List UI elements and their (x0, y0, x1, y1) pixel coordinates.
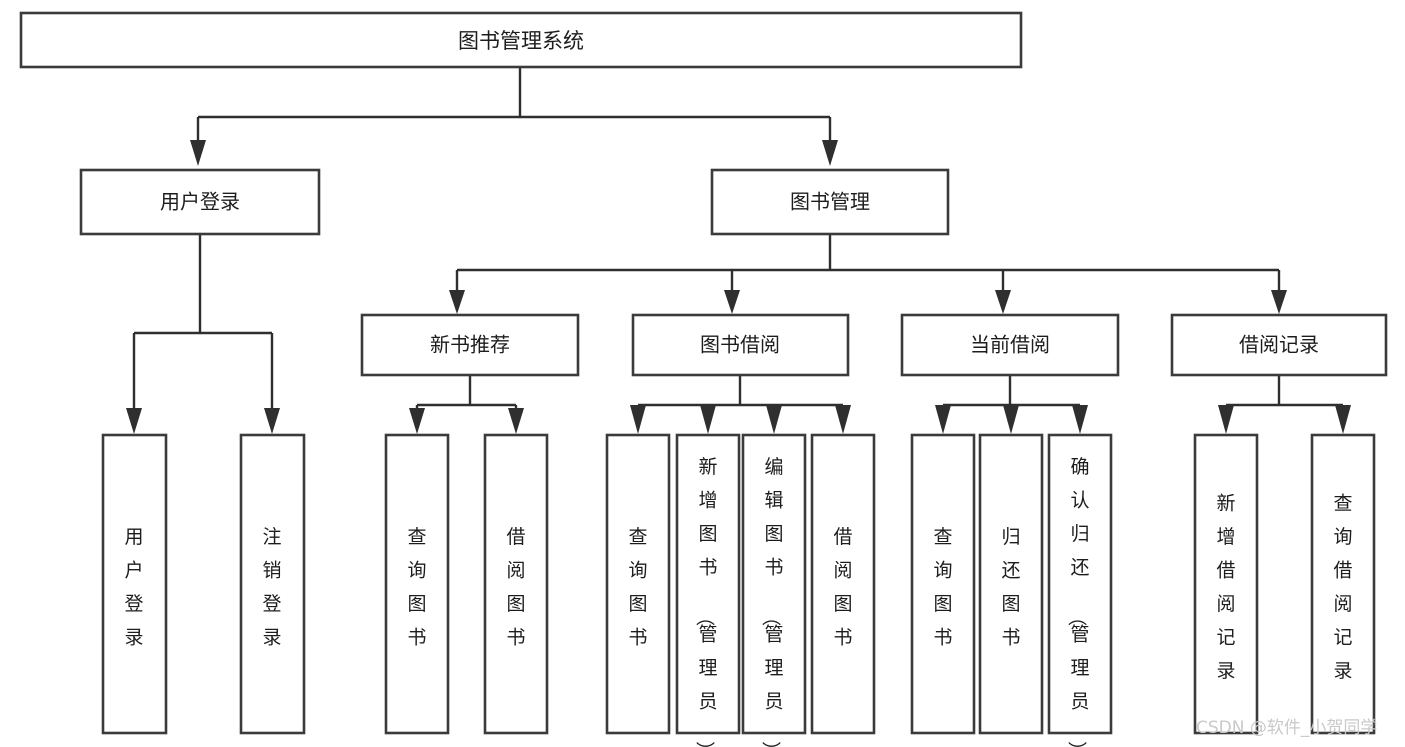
leaf-query-record[interactable]: 查询借阅记录 (1310, 433, 1376, 735)
leaf-query-record-label: 查询借阅记录 (1333, 493, 1352, 682)
arrow-user-login (190, 140, 206, 166)
node-book-borrow-box[interactable] (631, 313, 850, 377)
leaf-add-book-label: 新增图书（管理员） (693, 456, 717, 747)
leaf-query-book-3-box[interactable] (910, 433, 976, 735)
leaf-add-record[interactable]: 新增借阅记录 (1193, 433, 1259, 735)
leaf-user-logout[interactable]: 注销登录 (239, 433, 306, 735)
leaf-add-record-label: 新增借阅记录 (1216, 493, 1235, 682)
arrow-new-book-recommend (449, 290, 465, 314)
node-borrow-record[interactable]: 借阅记录 (1170, 313, 1388, 377)
node-root[interactable]: 图书管理系统 (19, 11, 1023, 69)
node-root-label: 图书管理系统 (458, 29, 584, 53)
node-new-book-recommend[interactable]: 新书推荐 (360, 313, 580, 377)
node-current-borrow-label: 当前借阅 (970, 333, 1050, 357)
arrow-leaf-user-logout (264, 408, 280, 434)
arrow-leaf-borrow-book-2 (835, 405, 851, 434)
node-user-login-label: 用户登录 (160, 190, 240, 214)
node-new-book-recommend-label: 新书推荐 (430, 333, 510, 357)
arrow-leaf-query-book-1 (409, 408, 425, 434)
leaf-return-book-label: 归还图书 (1001, 526, 1020, 649)
node-borrow-record-box[interactable] (1170, 313, 1388, 377)
leaf-edit-book-label: 编辑图书（管理员） (759, 456, 783, 747)
leaf-query-book-3[interactable]: 查询图书 (910, 433, 976, 735)
leaf-user-logout-box[interactable] (239, 433, 306, 735)
leaf-borrow-book-1-label: 借阅图书 (506, 526, 525, 649)
leaf-borrow-book-2[interactable]: 借阅图书 (810, 433, 876, 735)
leaf-borrow-book-1[interactable]: 借阅图书 (483, 433, 549, 735)
node-book-manage-label: 图书管理 (790, 190, 870, 214)
node-borrow-record-label: 借阅记录 (1239, 333, 1319, 357)
arrow-current-borrow (995, 290, 1011, 314)
node-book-borrow-label: 图书借阅 (700, 333, 780, 357)
leaf-return-book[interactable]: 归还图书 (978, 433, 1044, 735)
csdn-watermark: CSDN @软件_小贺同学 (1196, 718, 1377, 738)
leaf-query-book-1-box[interactable] (384, 433, 450, 735)
leaf-confirm-return-label: 确认归还（管理员） (1065, 456, 1089, 747)
node-book-borrow[interactable]: 图书借阅 (631, 313, 850, 377)
node-current-borrow[interactable]: 当前借阅 (900, 313, 1120, 377)
leaf-add-book-box[interactable] (675, 433, 741, 735)
leaf-borrow-book-1-box[interactable] (483, 433, 549, 735)
arrow-leaf-query-book-3 (935, 405, 951, 434)
leaf-query-record-box[interactable] (1310, 433, 1376, 735)
edge-layer (126, 67, 1351, 434)
arrow-leaf-add-book (700, 405, 716, 434)
node-root-box[interactable] (19, 11, 1023, 69)
arrow-leaf-confirm-return (1072, 405, 1088, 434)
node-new-book-recommend-box[interactable] (360, 313, 580, 377)
arrow-book-borrow (724, 290, 740, 314)
leaf-confirm-return-box[interactable] (1047, 433, 1113, 735)
leaf-user-login-label: 用户登录 (124, 526, 143, 649)
arrow-book-manage (822, 140, 838, 166)
leaf-query-book-2-label: 查询图书 (628, 526, 647, 649)
leaf-query-book-1-label: 查询图书 (407, 526, 426, 649)
leaf-borrow-book-2-label: 借阅图书 (833, 526, 852, 649)
leaf-user-login-box[interactable] (101, 433, 168, 735)
arrow-borrow-record (1271, 290, 1287, 314)
node-user-login[interactable]: 用户登录 (79, 168, 321, 236)
leaf-query-book-3-label: 查询图书 (933, 526, 952, 649)
arrow-leaf-user-login (126, 408, 142, 434)
arrow-leaf-edit-book (766, 405, 782, 434)
arrow-leaf-query-record (1335, 405, 1351, 434)
node-current-borrow-box[interactable] (900, 313, 1120, 377)
leaf-edit-book-box[interactable] (741, 433, 807, 735)
arrow-leaf-query-book-2 (630, 405, 646, 434)
leaf-return-book-box[interactable] (978, 433, 1044, 735)
leaf-query-book-2-box[interactable] (605, 433, 671, 735)
leaf-user-logout-label: 注销登录 (262, 526, 281, 649)
leaf-query-book-1[interactable]: 查询图书 (384, 433, 450, 735)
leaf-borrow-book-2-box[interactable] (810, 433, 876, 735)
leaf-confirm-return[interactable]: 确认归还（管理员） (1047, 433, 1113, 747)
node-user-login-box[interactable] (79, 168, 321, 236)
arrow-leaf-return-book (1003, 405, 1019, 434)
leaf-add-record-box[interactable] (1193, 433, 1259, 735)
leaf-add-book[interactable]: 新增图书（管理员） (675, 433, 741, 747)
leaf-user-login[interactable]: 用户登录 (101, 433, 168, 735)
node-book-manage[interactable]: 图书管理 (710, 168, 950, 236)
leaf-edit-book[interactable]: 编辑图书（管理员） (741, 433, 807, 747)
arrow-leaf-add-record (1218, 405, 1234, 434)
arrow-leaf-borrow-book-1 (508, 408, 524, 434)
node-book-manage-box[interactable] (710, 168, 950, 236)
leaf-query-book-2[interactable]: 查询图书 (605, 433, 671, 735)
